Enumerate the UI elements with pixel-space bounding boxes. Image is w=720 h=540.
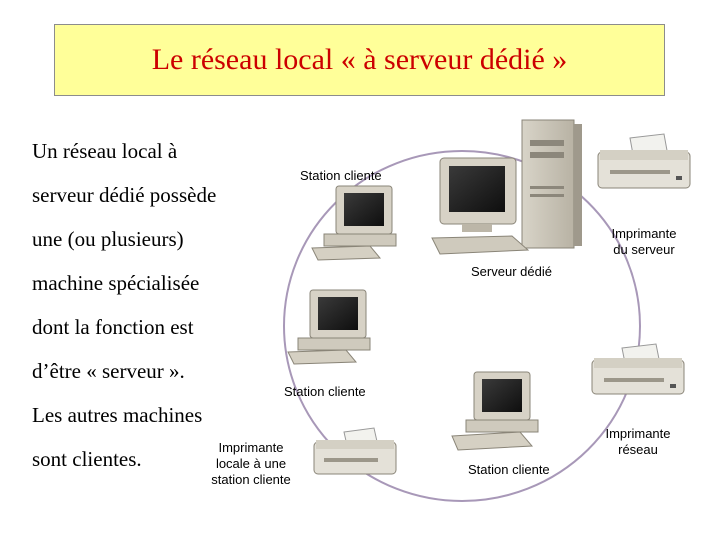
description-line: serveur dédié possède: [32, 183, 217, 207]
label-local-printer-line: locale à une: [215, 456, 287, 471]
client-station-top-icon: [311, 185, 397, 261]
local-printer-icon: [313, 427, 397, 475]
label-network-printer-line: Imprimante: [605, 426, 671, 441]
label-server: Serveur dédié: [471, 264, 552, 279]
label-server-printer: Imprimante du serveur: [606, 226, 682, 258]
label-station-middle: Station cliente: [284, 384, 366, 399]
network-ring: [283, 150, 641, 502]
description-line: sont clientes.: [32, 447, 142, 471]
label-network-printer-line: réseau: [618, 442, 658, 457]
label-network-printer: Imprimante réseau: [598, 426, 678, 458]
client-station-bottom-icon: [451, 371, 539, 451]
server-computer-icon: [431, 119, 582, 255]
network-printer-icon: [591, 343, 685, 395]
description-text: Un réseau local à serveur dédié possède …: [32, 141, 302, 493]
label-local-printer: Imprimante locale à une station cliente: [204, 440, 298, 488]
description-line: une (ou plusieurs): [32, 227, 184, 251]
description-line: dont la fonction est: [32, 315, 194, 339]
label-local-printer-line: station cliente: [211, 472, 291, 487]
label-station-top: Station cliente: [300, 168, 382, 183]
description-line: d’être « serveur ».: [32, 359, 185, 383]
title-box: Le réseau local « à serveur dédié »: [54, 24, 665, 96]
page-title: Le réseau local « à serveur dédié »: [151, 43, 568, 76]
label-station-bottom: Station cliente: [468, 462, 550, 477]
label-local-printer-line: Imprimante: [218, 440, 284, 455]
description-line: machine spécialisée: [32, 271, 200, 295]
label-server-printer-line: du serveur: [613, 242, 675, 257]
description-line: Un réseau local à: [32, 139, 178, 163]
label-server-printer-line: Imprimante: [611, 226, 677, 241]
client-station-middle-icon: [287, 289, 371, 365]
description-line: Les autres machines: [32, 403, 203, 427]
server-printer-icon: [597, 133, 691, 189]
